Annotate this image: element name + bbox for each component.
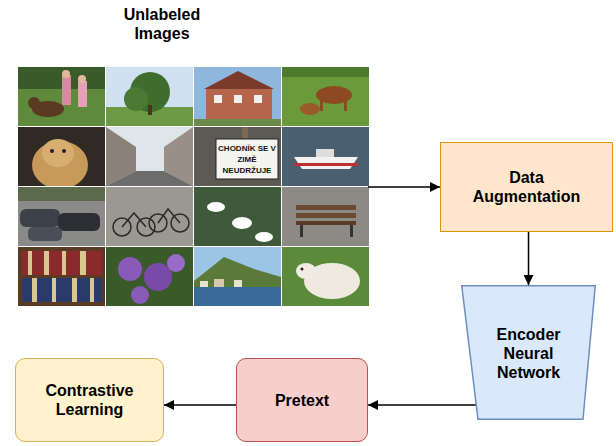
photo-sign xyxy=(194,127,281,186)
photo-house xyxy=(194,67,281,126)
process-box: Data Augmentation xyxy=(440,142,613,232)
photo-family-dog xyxy=(18,67,105,126)
photo-golden-dog xyxy=(18,127,105,189)
text-holder: Pretext xyxy=(275,391,329,410)
photo-boat xyxy=(282,127,369,186)
photo-flowers xyxy=(106,247,193,306)
photo-cows xyxy=(282,67,369,126)
process-box: Contrastive Learning xyxy=(15,358,164,442)
arrow-connector xyxy=(528,232,530,285)
grid-background xyxy=(17,66,369,307)
trapezoid-shape xyxy=(462,286,596,420)
photo-bicycles xyxy=(106,187,193,246)
arrow-connector xyxy=(368,404,476,406)
photo-sheep xyxy=(282,247,369,306)
photo-books xyxy=(18,247,105,306)
process-box: Pretext xyxy=(236,358,368,442)
photo-swans xyxy=(194,187,281,246)
image-grid: Unlabeled Images xyxy=(18,5,368,306)
text-holder: Data Augmentation xyxy=(462,168,592,206)
node-text: Data Augmentation xyxy=(462,168,592,206)
photo-town xyxy=(194,247,281,306)
photo-cars xyxy=(18,187,105,246)
text-holder: Unlabeled Images xyxy=(112,5,212,43)
arrow-connector xyxy=(368,186,440,188)
text-holder: Encoder Neural Network xyxy=(487,324,571,381)
node-text: Contrastive Learning xyxy=(30,381,150,419)
photo-tree xyxy=(106,67,193,126)
text-holder: Contrastive Learning xyxy=(30,381,150,419)
photo-bench xyxy=(282,187,369,246)
node-text: Unlabeled Images xyxy=(112,5,212,43)
node-text: Encoder Neural Network xyxy=(487,324,571,381)
arrow-connector xyxy=(164,404,236,406)
photo-street xyxy=(106,127,193,186)
node-text: Pretext xyxy=(275,391,329,410)
encoder-trapezoid: Encoder Neural Network xyxy=(461,285,596,420)
sign-text: CHODNÍK SE V ZIMĚ NEUDRŽUJE xyxy=(218,143,276,176)
